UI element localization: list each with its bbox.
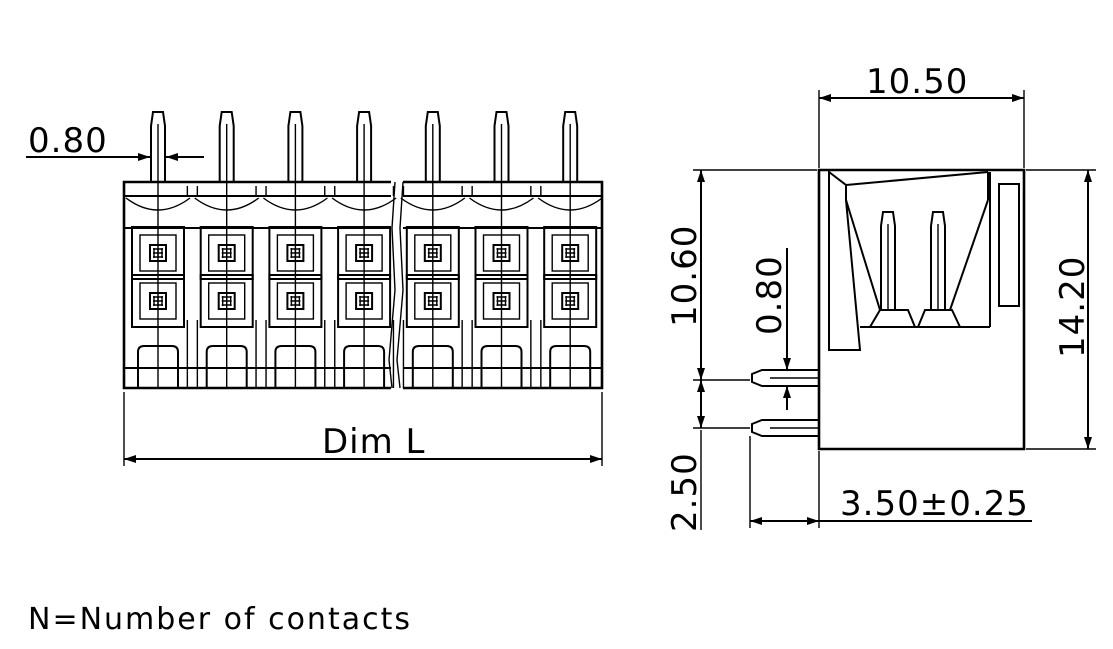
dim-pin-width-front: 0.80 bbox=[26, 121, 204, 161]
front-pin bbox=[562, 111, 579, 182]
dim-tail-length: 3.50±0.25 bbox=[749, 436, 1032, 528]
tail-pins bbox=[751, 369, 819, 437]
side-view bbox=[751, 168, 1026, 451]
note-number-of-contacts: N=Number of contacts bbox=[28, 602, 412, 637]
dim-label-pin-width-front: 0.80 bbox=[28, 121, 108, 161]
dim-height-left: 10.60 bbox=[665, 169, 817, 381]
front-pin bbox=[218, 111, 235, 182]
dim-label-length: Dim L bbox=[322, 422, 426, 462]
front-separator-rib bbox=[255, 186, 267, 388]
dim-width-top: 10.50 bbox=[818, 62, 1025, 168]
dim-length: Dim L bbox=[123, 392, 603, 466]
front-separator-rib bbox=[530, 186, 542, 388]
dim-height-right: 14.20 bbox=[1026, 169, 1096, 450]
dim-label-width-top: 10.50 bbox=[866, 62, 968, 102]
front-pins bbox=[150, 111, 579, 388]
dim-pin-width-side: 0.80 bbox=[750, 248, 791, 410]
dim-label-height-right: 14.20 bbox=[1053, 256, 1093, 358]
dim-label-pin-width-side: 0.80 bbox=[750, 255, 790, 335]
side-pins bbox=[880, 211, 946, 310]
dim-pitch: 2.50 bbox=[665, 380, 750, 532]
front-pin bbox=[356, 111, 373, 182]
side-pin bbox=[880, 211, 896, 310]
front-separator-rib bbox=[392, 186, 405, 388]
front-pin bbox=[424, 111, 441, 182]
dim-label-height-left: 10.60 bbox=[665, 225, 705, 327]
dim-label-tail-length: 3.50±0.25 bbox=[840, 484, 1029, 524]
front-view bbox=[122, 111, 604, 392]
front-separator-rib bbox=[461, 186, 473, 388]
front-pin bbox=[287, 111, 304, 182]
front-separator-rib bbox=[324, 186, 336, 388]
front-separator-rib bbox=[186, 186, 199, 388]
dim-label-pitch: 2.50 bbox=[665, 452, 705, 532]
front-pin bbox=[150, 111, 166, 182]
front-pin bbox=[493, 111, 510, 182]
side-pin bbox=[930, 211, 946, 310]
